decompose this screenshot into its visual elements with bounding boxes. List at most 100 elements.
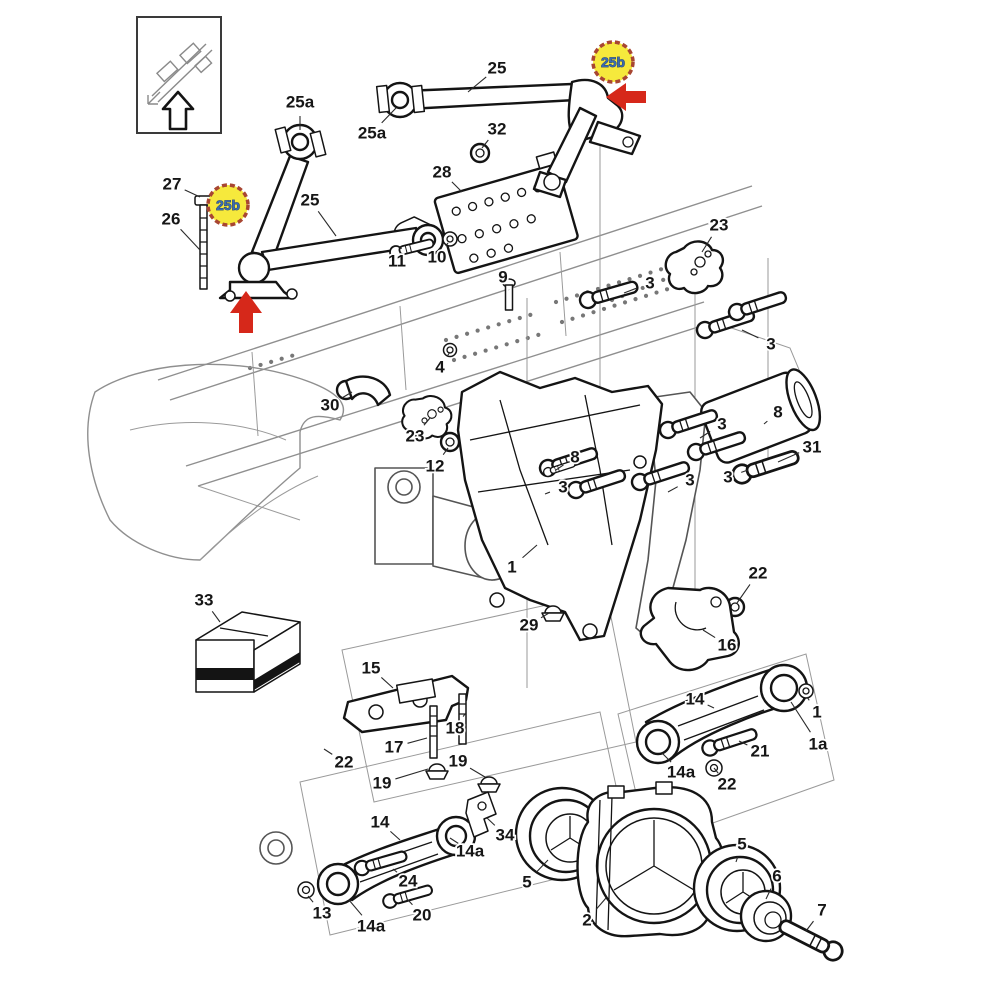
part-label-12: 12 <box>426 457 445 476</box>
leader-line <box>713 767 719 774</box>
part-label-10: 10 <box>428 248 447 267</box>
part-label-17: 17 <box>385 738 404 757</box>
part-torque-rod-14-left <box>259 791 497 911</box>
part-label-21: 21 <box>751 742 770 761</box>
part-label-18: 18 <box>446 719 465 738</box>
inset-thumbnail-sketch <box>147 42 213 105</box>
part-bracket-15 <box>342 674 501 793</box>
red-arrow-up <box>230 291 262 333</box>
part-label-27: 27 <box>163 175 182 194</box>
part-label-8: 8 <box>570 448 579 467</box>
part-label-1: 1 <box>507 558 516 577</box>
part-label-19: 19 <box>373 774 392 793</box>
leader-line <box>623 287 638 294</box>
part-yoke-16 <box>639 586 740 672</box>
leader-line <box>395 768 429 780</box>
leader-line <box>702 629 716 639</box>
leader-line <box>707 704 715 709</box>
leader-line <box>763 420 768 425</box>
leader-line <box>307 895 314 903</box>
part-label-14: 14 <box>371 813 390 832</box>
leader-line <box>467 76 487 93</box>
axle-housing-outline <box>87 363 345 561</box>
leader-line <box>735 857 739 863</box>
highlight-badge-25b <box>206 183 250 227</box>
part-box-33 <box>195 611 301 693</box>
part-label-28: 28 <box>433 163 452 182</box>
leader-line <box>184 189 201 198</box>
leader-line <box>462 713 466 717</box>
leader-line <box>445 242 449 247</box>
part-label-9: 9 <box>498 268 507 287</box>
leader-line <box>738 740 748 746</box>
leader-line <box>790 701 811 733</box>
part-label-4: 4 <box>435 358 445 377</box>
part-nut-12 <box>439 431 461 453</box>
part-ring-4 <box>442 342 458 358</box>
part-label-3: 3 <box>766 335 775 354</box>
part-label-14: 14 <box>686 690 705 709</box>
leader-line <box>317 211 337 237</box>
leader-line <box>323 748 333 755</box>
leader-line <box>595 897 607 910</box>
part-label-3: 3 <box>645 274 654 293</box>
leader-line <box>381 107 397 124</box>
part-label-5: 5 <box>522 873 531 892</box>
leader-line <box>806 696 810 701</box>
red-arrow-left <box>606 83 646 111</box>
leader-line <box>469 767 486 778</box>
part-label-7: 7 <box>817 901 826 920</box>
part-label-30: 30 <box>321 396 340 415</box>
leader-line <box>341 391 353 399</box>
leader-line <box>741 469 749 473</box>
leader-line <box>211 610 221 623</box>
part-label-11: 11 <box>388 252 406 271</box>
leader-line <box>390 830 401 841</box>
part-torque-rod-top <box>375 78 642 199</box>
leader-line <box>540 612 550 619</box>
part-label-26: 26 <box>162 210 181 229</box>
part-label-5: 5 <box>737 835 746 854</box>
leader-line <box>736 584 751 604</box>
leader-line <box>423 417 431 426</box>
part-label-32: 32 <box>488 120 507 139</box>
part-label-25: 25 <box>488 59 507 78</box>
leader-line <box>447 351 451 356</box>
part-label-33: 33 <box>195 591 214 610</box>
part-label-3: 3 <box>723 468 732 487</box>
leader-line <box>449 837 459 844</box>
highlight-badge-text: 25b <box>601 54 625 70</box>
leader-line <box>667 486 678 493</box>
leader-line <box>486 817 496 826</box>
part-torque-rod-left <box>218 123 458 302</box>
leader-line <box>765 888 772 900</box>
leader-line <box>741 329 759 339</box>
part-label-3: 3 <box>558 478 567 497</box>
part-label-8: 8 <box>773 403 782 422</box>
part-label-25: 25 <box>301 191 320 210</box>
part-label-15: 15 <box>362 659 381 678</box>
part-label-16: 16 <box>718 636 737 655</box>
leader-line <box>392 868 398 873</box>
part-label-14a: 14a <box>357 917 386 936</box>
part-label-23: 23 <box>406 427 425 446</box>
leader-line <box>805 920 814 932</box>
part-label-3: 3 <box>717 415 726 434</box>
part-label-22: 22 <box>718 775 737 794</box>
inset-box <box>136 16 222 134</box>
part-label-6: 6 <box>772 867 781 886</box>
highlight-badge-25b <box>591 40 635 84</box>
leader-line <box>536 859 549 873</box>
leader-line <box>777 452 800 463</box>
leader-line <box>407 899 413 906</box>
part-label-23: 23 <box>710 216 729 235</box>
leader-line <box>348 899 363 916</box>
leader-line <box>661 752 672 763</box>
part-label-1a: 1a <box>809 735 828 754</box>
part-label-31: 31 <box>803 438 822 457</box>
highlight-badge-text: 25b <box>216 197 240 213</box>
up-arrow-icon <box>161 90 195 131</box>
part-label-1: 1 <box>812 703 821 722</box>
